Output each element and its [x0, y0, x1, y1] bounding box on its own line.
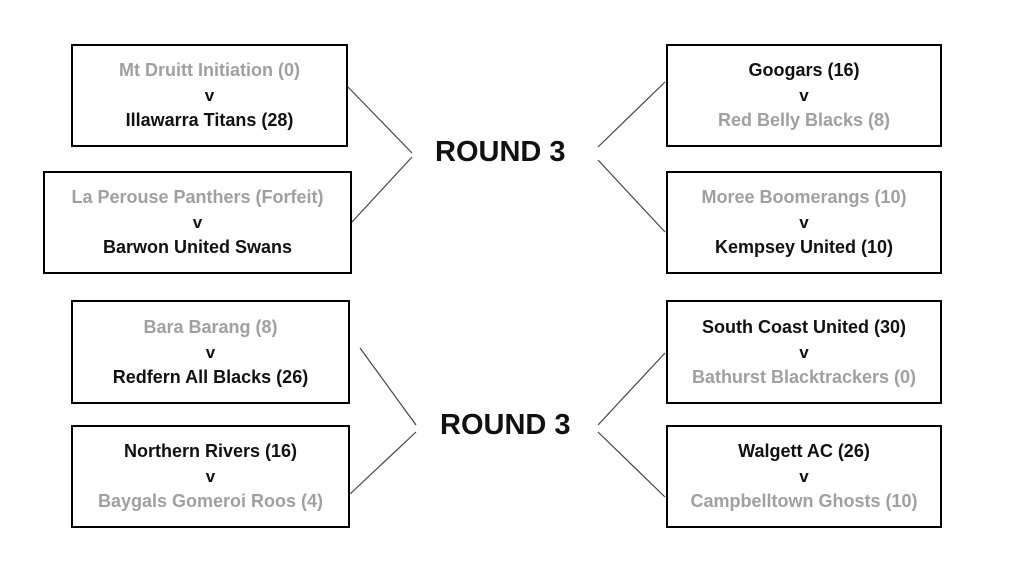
round-label-top: ROUND 3 — [435, 136, 566, 168]
match-box: La Perouse Panthers (Forfeit) v Barwon U… — [43, 171, 352, 274]
versus-label: v — [799, 342, 809, 362]
team1-label: Walgett AC (26) — [738, 441, 870, 461]
versus-label: v — [205, 467, 216, 486]
team2-label: Bathurst Blacktrackers (0) — [691, 366, 917, 387]
match-box: Northern Rivers (16) v Baygals Gomeroi R… — [71, 425, 350, 528]
team2-label: Redfern All Blacks (26) — [112, 366, 309, 387]
connector-line — [351, 156, 413, 223]
team2-label: Illawarra Titans (28) — [125, 110, 294, 130]
connector-line — [349, 431, 417, 495]
connector-line — [359, 347, 417, 426]
connector-line — [597, 81, 666, 148]
team2-label: Red Belly Blacks (8) — [717, 110, 891, 130]
connector-line — [597, 159, 666, 233]
round-label-bottom: ROUND 3 — [440, 409, 571, 441]
team1-label: Moree Boomerangs (10) — [701, 187, 907, 207]
match-box: Googars (16) v Red Belly Blacks (8) — [666, 44, 942, 147]
versus-label: v — [204, 86, 215, 105]
match-box: Moree Boomerangs (10) v Kempsey United (… — [666, 171, 942, 274]
team1-label: South Coast United (30) — [701, 316, 906, 337]
versus-label: v — [799, 86, 809, 105]
versus-label: v — [799, 467, 809, 486]
team2-label: Barwon United Swans — [102, 237, 293, 257]
team2-label: Kempsey United (10) — [714, 237, 894, 257]
match-box: Mt Druitt Initiation (0) v Illawarra Tit… — [71, 44, 348, 147]
team1-label: Northern Rivers (16) — [123, 441, 298, 461]
connector-line — [597, 352, 666, 426]
versus-label: v — [799, 213, 809, 232]
team1-label: Mt Druitt Initiation (0) — [119, 60, 300, 80]
match-box: Bara Barang (8) v Redfern All Blacks (26… — [71, 300, 350, 404]
team2-label: Baygals Gomeroi Roos (4) — [97, 491, 324, 511]
connector-line — [597, 431, 666, 498]
versus-label: v — [192, 213, 203, 232]
match-box: Walgett AC (26) v Campbelltown Ghosts (1… — [666, 425, 942, 528]
team2-label: Campbelltown Ghosts (10) — [690, 491, 918, 511]
connector-line — [347, 86, 413, 154]
match-box: South Coast United (30) v Bathurst Black… — [666, 300, 942, 404]
team1-label: Googars (16) — [748, 60, 860, 80]
team1-label: La Perouse Panthers (Forfeit) — [71, 187, 324, 207]
versus-label: v — [205, 342, 216, 362]
team1-label: Bara Barang (8) — [143, 316, 278, 337]
